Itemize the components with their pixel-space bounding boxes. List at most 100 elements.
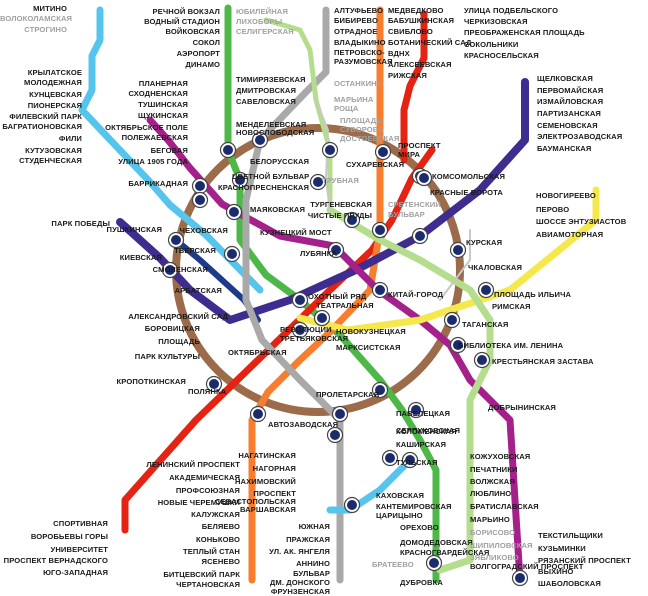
station-label: МАРЬИНА — [334, 95, 374, 104]
station-label: СЕВАСТОПОЛЬСКАЯ — [215, 497, 296, 506]
station-label: МИРА — [398, 150, 421, 159]
transfer-icon-fill — [255, 135, 265, 145]
station-label: ШАБОЛОВСКАЯ — [538, 579, 601, 588]
station-label: ДИНАМО — [185, 60, 220, 69]
station-label: УЛИЦА 1905 ГОДА — [118, 157, 188, 166]
sokolnicheskaya-line — [121, 146, 436, 534]
transfer-icon-fill — [165, 265, 175, 275]
station-label: ЮЖНАЯ — [298, 522, 330, 531]
transfer-icon-fill — [171, 235, 181, 245]
station-label: БИТЦЕВСКИЙ ПАРК — [163, 570, 240, 579]
station-label: ЧЕРТАНОВСКАЯ — [176, 580, 240, 589]
station-label: ТУЛЬСКАЯ — [396, 458, 438, 467]
transfer-icon-fill — [378, 147, 388, 157]
transfer-icon-fill — [209, 379, 219, 389]
station-label: СУВОРОВА — [340, 125, 384, 134]
station-label: СТРОГИНО — [24, 25, 67, 34]
station-label: ЛУБЯНКА — [300, 249, 338, 258]
station-label: НАХИМОВСКИЙ — [234, 477, 296, 486]
station-label: БИБИРЕВО — [334, 16, 378, 25]
station-label: СОКОЛЬНИКИ — [464, 40, 519, 49]
station-label: КРЕСТЬЯНСКАЯ ЗАСТАВА — [492, 357, 594, 366]
transfer-icon-fill — [453, 245, 463, 255]
station-label: МАРЬИНО — [470, 515, 510, 524]
station-label: КОНЬКОВО — [195, 535, 240, 544]
station-label: ЮГО-ЗАПАДНАЯ — [43, 568, 108, 577]
station-label: ДОБРЫНИНСКАЯ — [488, 403, 556, 412]
station-label: АРБАТСКАЯ — [174, 286, 222, 295]
station-label: ЮБИЛЕЙНАЯ — [236, 7, 288, 16]
station-label: БАРРИКАДНАЯ — [128, 179, 188, 188]
station-label: УНИВЕРСИТЕТ — [50, 545, 108, 554]
station-label: БИБЛИОТЕКА ИМ. ЛЕНИНА — [458, 341, 564, 350]
transfer-icon-fill — [447, 315, 457, 325]
transfer-icon-fill — [347, 215, 357, 225]
station-label: САВЕЛОВСКАЯ — [236, 97, 296, 106]
station-label: СХОДНЕНСКАЯ — [128, 89, 188, 98]
station-label: ПРОСПЕКТ ВЕРНАДСКОГО — [3, 556, 108, 565]
station-label: НАГАТИНСКАЯ — [238, 451, 296, 460]
station-label: УЛИЦА ПОДБЕЛЬСКОГО — [464, 6, 559, 15]
station-label: МОЛОДЕЖНАЯ — [24, 78, 82, 87]
transfer-icon-fill — [195, 195, 205, 205]
station-label: ТВЕРСКАЯ — [174, 246, 216, 255]
station-label: СОКОЛ — [192, 38, 220, 47]
station-label: ЦАРИЦЫНО — [376, 511, 423, 520]
station-label: АЭРОПОРТ — [176, 49, 220, 58]
station-label: МЕНДЕЛЕЕВСКАЯ — [236, 120, 307, 129]
station-label: КАЛУЖСКАЯ — [191, 510, 240, 519]
station-label: КУРСКАЯ — [466, 238, 503, 247]
station-label: ПАРК ПОБЕДЫ — [51, 219, 110, 228]
transfer-icon-fill — [235, 175, 245, 185]
station-label: ФИЛИ — [58, 134, 82, 143]
station-label: КАНТЕМИРОВСКАЯ — [376, 502, 452, 511]
station-label: РИМСКАЯ — [492, 302, 531, 311]
transfer-icon-fill — [411, 405, 421, 415]
station-label: РАЗУМОВСКАЯ — [334, 57, 393, 66]
station-label: МАРКСИСТСКАЯ — [336, 343, 401, 352]
station-label: НОВОСЛОБОДСКАЯ — [236, 128, 315, 137]
station-label: НОВОКУЗНЕЦКАЯ — [336, 327, 406, 336]
station-label: ЩЕЛКОВСКАЯ — [537, 74, 593, 83]
station-label: КРАСНОСЕЛЬСКАЯ — [464, 51, 539, 60]
station-label: ПРОСПЕКТ — [398, 141, 441, 150]
transfer-icon-fill — [227, 249, 237, 259]
station-label: КРОПОТКИНСКАЯ — [116, 377, 186, 386]
station-label: ПЛОЩАДЬ ИЛЬИЧА — [494, 290, 572, 299]
station-label: КУТУЗОВСКАЯ — [25, 146, 82, 155]
station-label: ВДНХ — [388, 49, 410, 58]
station-label: ПЕТРОВСКО- — [334, 48, 385, 57]
station-label: ОРЕХОВО — [400, 523, 439, 532]
station-label: БОТАНИЧЕСКИЙ САД — [388, 38, 472, 47]
transfer-icon-fill — [453, 340, 463, 350]
station-label: ВЛАДЫКИНО — [334, 38, 386, 47]
station-label: БЕГОВАЯ — [150, 146, 188, 155]
station-label: ДМИТРОВСКАЯ — [236, 86, 297, 95]
transfer-icon-fill — [515, 573, 525, 583]
transfer-icon-fill — [253, 409, 263, 419]
station-label: ФИЛЕВСКИЙ ПАРК — [9, 112, 82, 121]
station-label: ДОМОДЕДОВСКАЯ — [400, 538, 473, 547]
transfer-icon-fill — [429, 558, 439, 568]
station-label: ПЛОЩАДЬ — [340, 116, 382, 125]
station-label: АЛТУФЬЕВО — [334, 6, 384, 15]
transfer-icon-fill — [195, 181, 205, 191]
transfer-icon-fill — [347, 500, 357, 510]
station-label: ПАРК КУЛЬТУРЫ — [134, 352, 200, 361]
station-label: ПРОЛЕТАРСКАЯ — [316, 390, 380, 399]
station-label: СВИБЛОВО — [388, 27, 433, 36]
transfer-icon-fill — [375, 285, 385, 295]
station-label: МАЯКОВСКАЯ — [250, 205, 306, 214]
station-label: СМОЛЕНСКАЯ — [152, 265, 208, 274]
station-label: ВЫХИНО — [538, 567, 574, 576]
lyublinskaya-north — [263, 17, 333, 213]
station-label: ПРАЖСКАЯ — [286, 535, 330, 544]
station-label: ДОСТОЕВСКАЯ — [340, 134, 400, 143]
station-label: ПОЛЯНКА — [188, 387, 227, 396]
station-label: СТУДЕНЧЕСКАЯ — [19, 156, 82, 165]
station-label: ЛИХОБОРЫ — [236, 17, 283, 26]
station-label: БОРОВИЦКАЯ — [144, 324, 200, 333]
station-label: ЭЛЕКТРОЗАВОДСКАЯ — [537, 132, 623, 141]
station-label: СЕЛИГЕРСКАЯ — [236, 27, 294, 36]
